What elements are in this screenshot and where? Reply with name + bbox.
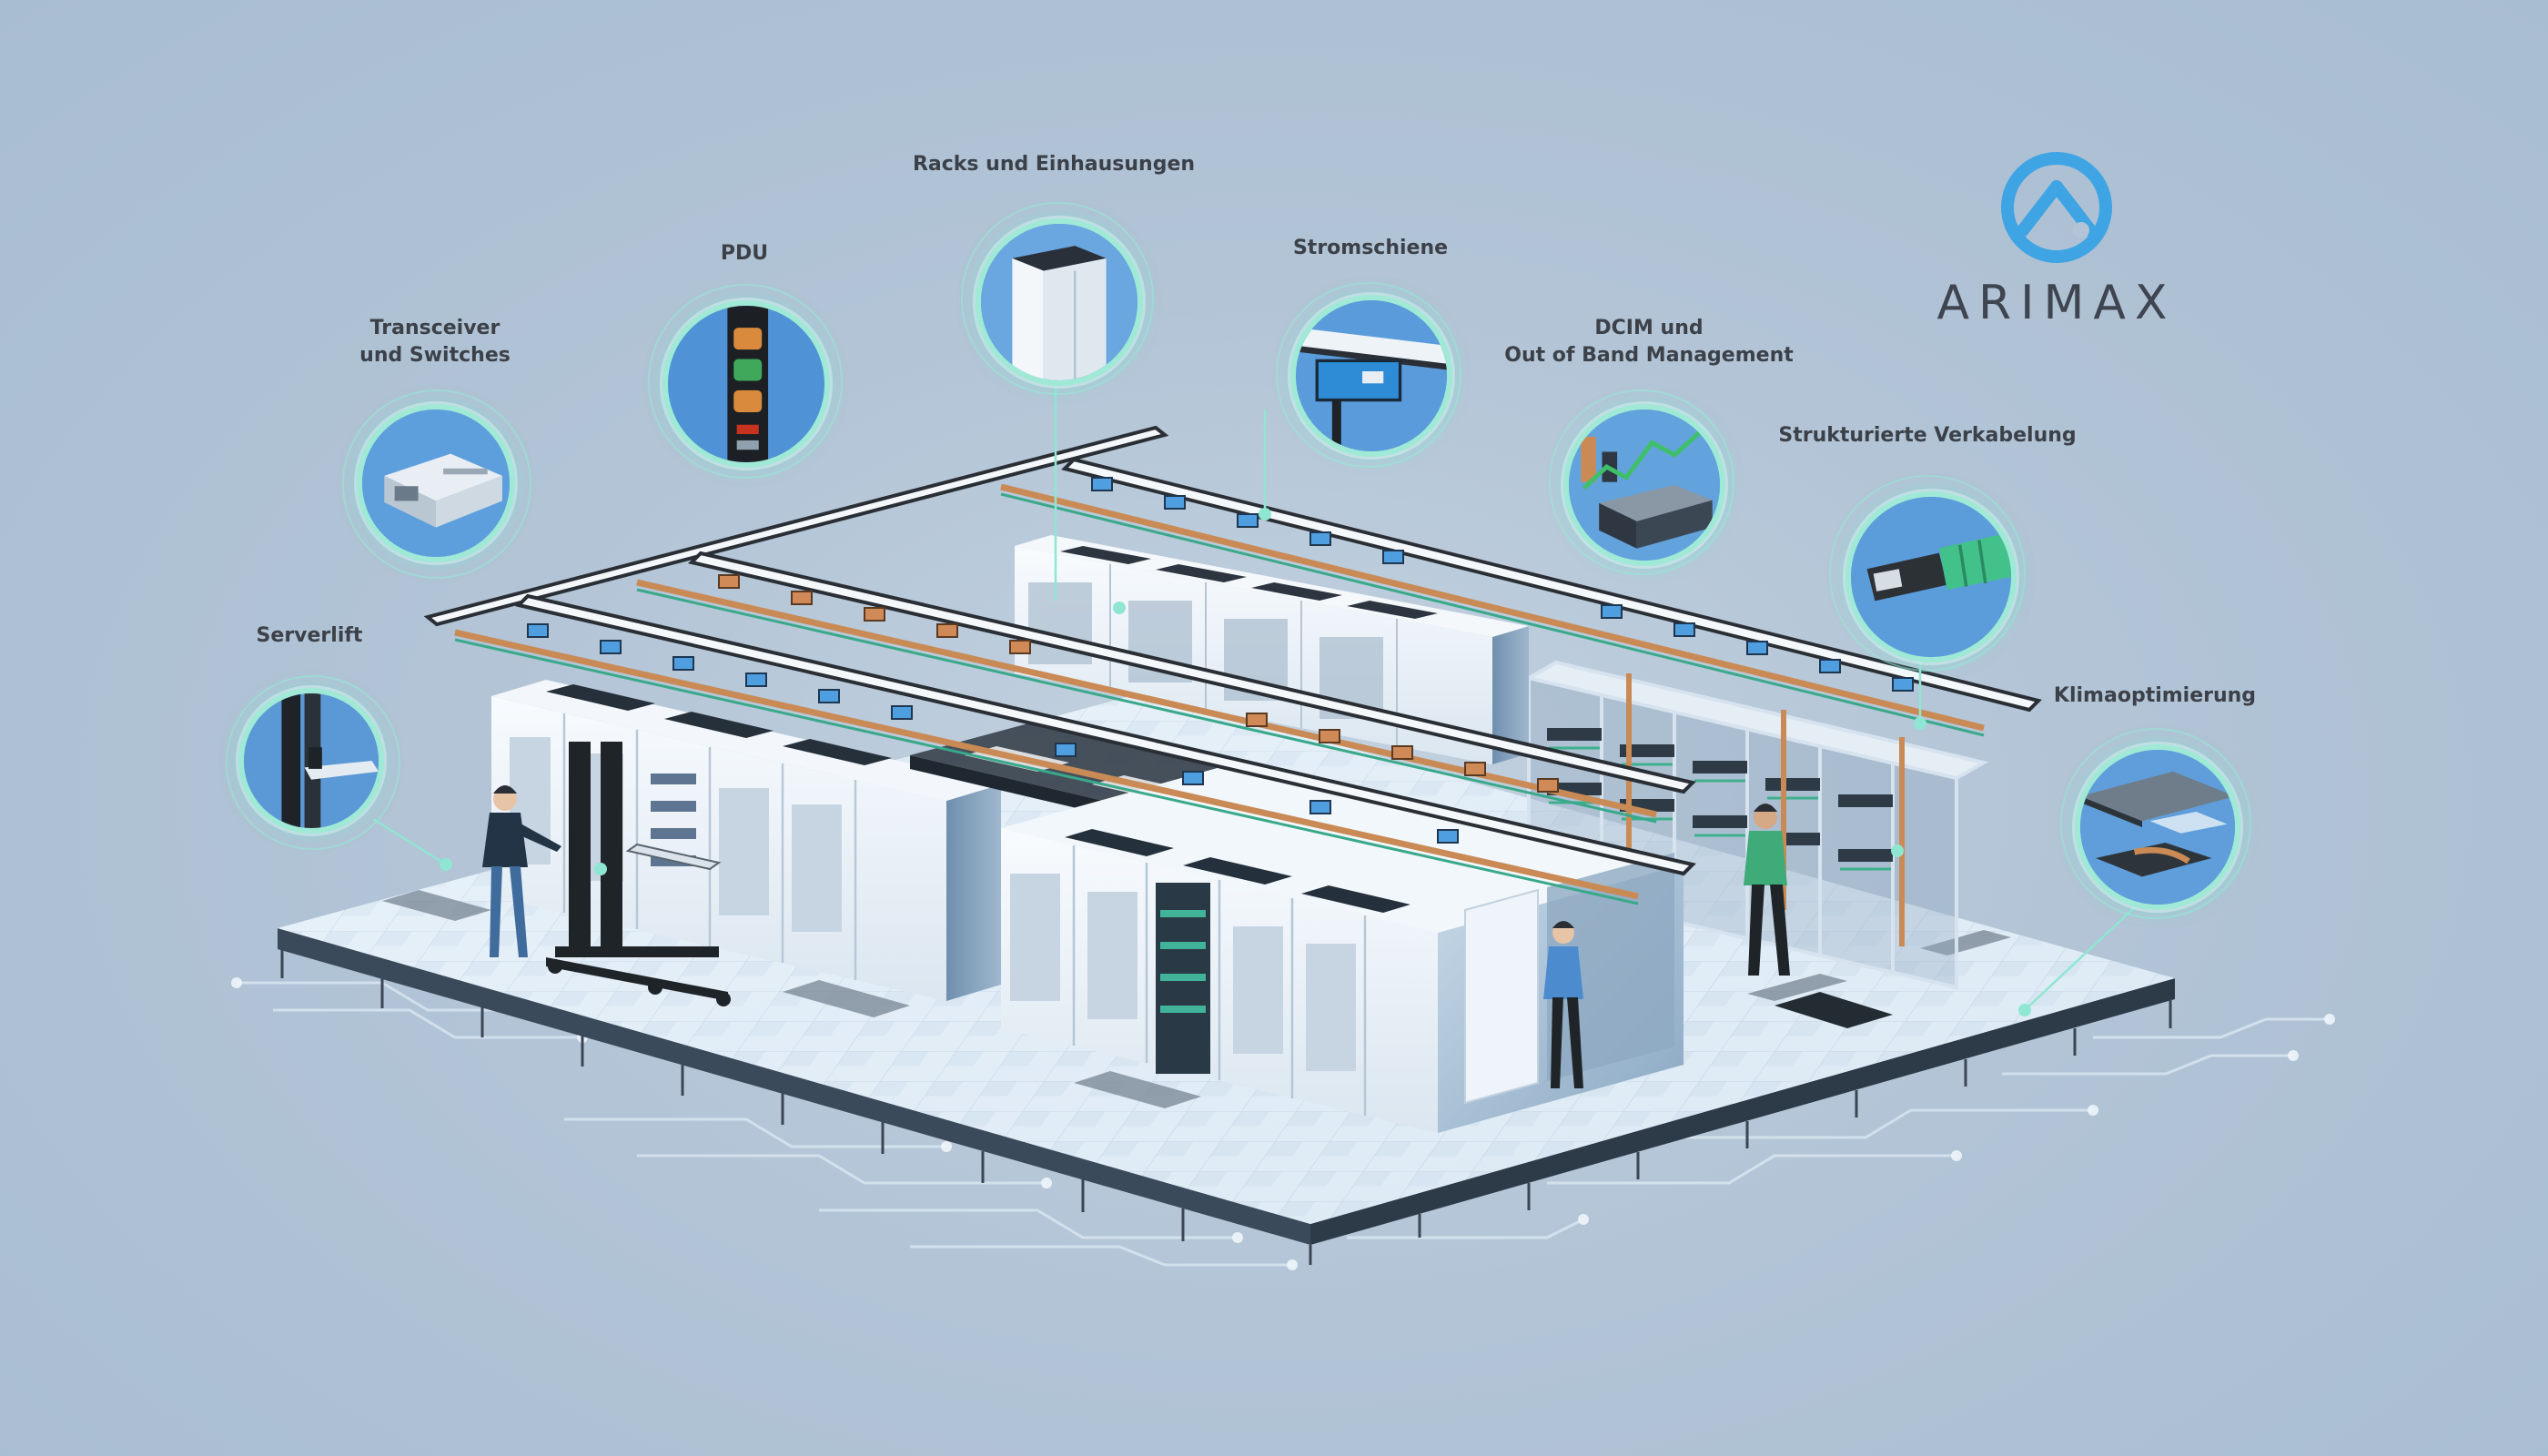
callout-serverlift[interactable] xyxy=(238,688,384,834)
pdu-icon xyxy=(668,306,824,462)
busbar-icon xyxy=(1296,300,1447,451)
callout-pdu[interactable] xyxy=(662,300,830,468)
callout-label-pdu: PDU xyxy=(720,242,769,265)
airflow-icon xyxy=(2080,750,2235,905)
callout-label-verkabelung: Strukturierte Verkabelung xyxy=(1778,424,2077,447)
callout-label-serverlift: Serverlift xyxy=(256,624,363,647)
callout-transceiver[interactable] xyxy=(357,404,515,562)
arimax-logo: ARIMAX xyxy=(1893,150,2220,332)
overhead-busbars xyxy=(423,425,2042,905)
brand-wordmark: ARIMAX xyxy=(1936,276,2177,330)
arimax-logo-mark xyxy=(2001,152,2112,263)
callout-klima[interactable] xyxy=(2075,744,2240,910)
technician-right-green xyxy=(1744,804,1790,976)
server-lift xyxy=(546,742,731,1006)
technician-left xyxy=(482,785,561,957)
transceiver-icon xyxy=(362,410,510,557)
server-lift-icon xyxy=(244,693,379,828)
callout-stromschiene[interactable] xyxy=(1290,295,1452,457)
floor-pedestals xyxy=(280,949,2172,1265)
callout-label-racks: Racks und Einhausungen xyxy=(912,153,1196,176)
rack-icon xyxy=(981,224,1138,380)
tap-off-boxes xyxy=(527,477,1914,844)
callout-label-klima: Klimaoptimierung xyxy=(2053,684,2257,707)
dcim-icon xyxy=(1569,410,1720,561)
orange-tap-boxes xyxy=(718,574,1559,793)
callout-dcim[interactable] xyxy=(1563,404,1725,566)
technician-center xyxy=(1543,921,1583,1088)
callout-verkabelung[interactable] xyxy=(1845,491,2017,662)
cable-connector-icon xyxy=(1851,497,2011,657)
callout-racks[interactable] xyxy=(976,218,1143,386)
callout-label-stromschiene: Stromschiene xyxy=(1292,237,1449,259)
